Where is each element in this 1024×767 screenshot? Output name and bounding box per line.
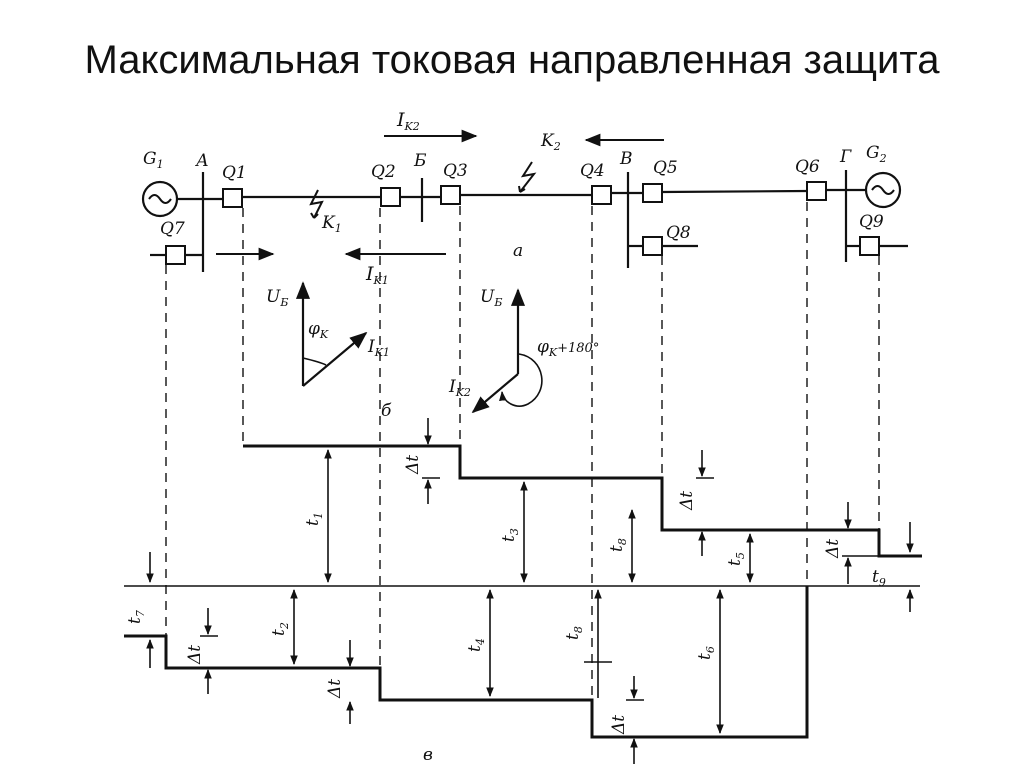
label-g2: G2	[866, 143, 887, 165]
label-t5: t5	[725, 552, 747, 566]
label-q4: Q4	[580, 161, 605, 181]
line-scheme	[141, 170, 908, 272]
slide-title: Максимальная токовая направленная защита	[84, 38, 940, 82]
label-bus-g: Г	[839, 147, 852, 167]
label-ik1-vector: IK1	[367, 337, 390, 359]
label-ik1: IK1	[365, 263, 389, 287]
breaker-q4	[591, 185, 612, 205]
breaker-q9	[859, 236, 880, 256]
breaker-q2	[380, 187, 401, 207]
label-dt-5: Δt	[325, 679, 345, 699]
label-t3: t3	[499, 528, 521, 542]
breaker-q3	[440, 185, 461, 205]
label-part-v: в	[423, 745, 433, 765]
label-part-b: б	[381, 401, 392, 421]
label-phik-180: φK+180°	[537, 337, 599, 359]
label-q9: Q9	[859, 212, 884, 232]
label-ik2-vector: IK2	[448, 377, 471, 399]
label-bus-a: А	[195, 151, 209, 171]
label-k1: K1	[321, 213, 342, 235]
vector-ik2	[471, 373, 519, 414]
fault-k2-icon	[519, 161, 537, 193]
label-t7: t7	[125, 610, 147, 624]
breaker-q7	[165, 245, 186, 265]
line-vg	[661, 189, 808, 194]
breaker-q8	[642, 236, 663, 256]
label-ik2: IK2	[396, 109, 420, 133]
label-q6: Q6	[795, 157, 820, 177]
label-k2: K2	[540, 131, 561, 153]
label-bus-b: Б	[413, 151, 427, 171]
label-q5: Q5	[653, 158, 678, 178]
label-dt-6: Δt	[609, 715, 629, 735]
label-dt-2: Δt	[677, 491, 697, 511]
label-dt-4: Δt	[185, 645, 205, 665]
label-t9: t9	[872, 567, 886, 589]
label-t1: t1	[303, 512, 325, 526]
label-q1: Q1	[222, 163, 247, 183]
label-ub-2: UБ	[480, 287, 502, 309]
label-dt-1: Δt	[403, 455, 423, 475]
vector-ik1	[302, 331, 368, 387]
label-t8-upper: t8	[607, 538, 629, 552]
label-q3: Q3	[443, 161, 468, 181]
label-dt-3: Δt	[823, 539, 843, 559]
label-bus-v: В	[619, 149, 633, 169]
breaker-q5	[642, 183, 663, 203]
breaker-q1	[222, 188, 243, 208]
label-part-a: a	[513, 241, 523, 261]
label-t4: t4	[465, 638, 487, 652]
label-t2: t2	[269, 622, 291, 636]
label-q8: Q8	[666, 223, 691, 243]
label-t8-lower: t8	[563, 626, 585, 640]
time-curve-upper	[243, 444, 922, 558]
time-curve-lower	[124, 586, 809, 739]
label-ub-1: UБ	[266, 287, 288, 309]
breaker-q6	[806, 181, 827, 201]
label-t6: t6	[695, 646, 717, 660]
fault-k1-icon	[309, 189, 324, 219]
label-q2: Q2	[371, 162, 396, 182]
label-q7: Q7	[160, 219, 185, 239]
label-phik: φK	[308, 319, 329, 341]
label-g1: G1	[143, 149, 164, 171]
